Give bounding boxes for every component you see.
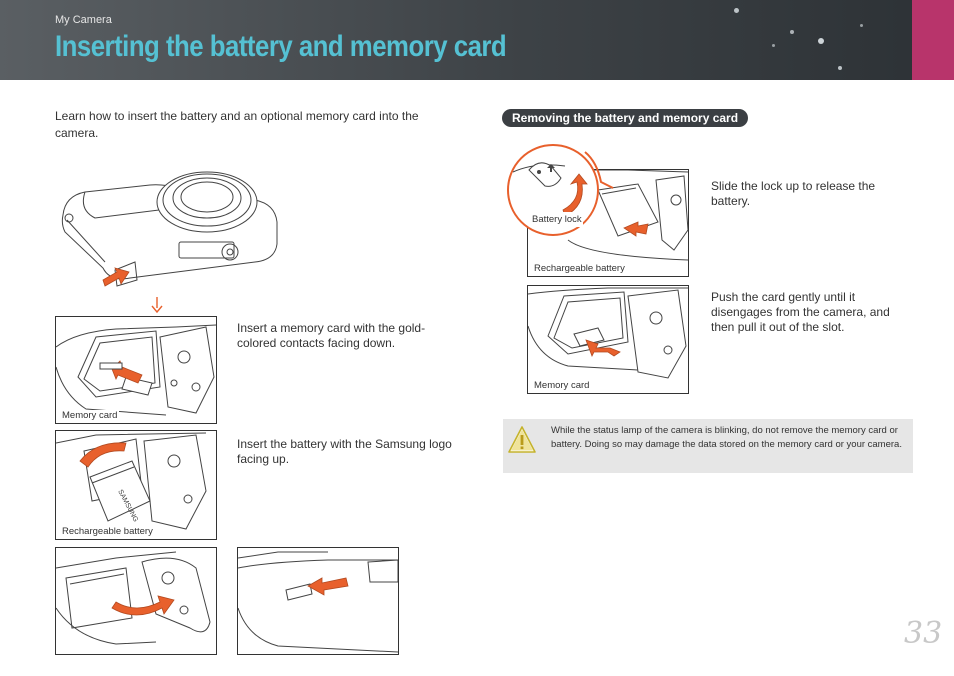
step-battery-text: Insert the battery with the Samsung logo… xyxy=(237,437,452,466)
warning-triangle-icon xyxy=(508,426,536,453)
figure-label: Rechargeable battery xyxy=(60,526,155,537)
camera-bottom-illustration xyxy=(61,171,278,287)
step-remove-battery-text: Slide the lock up to release the battery… xyxy=(711,179,876,208)
step-memory-card-text: Insert a memory card with the gold-color… xyxy=(237,321,426,350)
sparkle-decoration xyxy=(860,24,863,27)
figure-label: Memory card xyxy=(532,380,592,391)
step-remove-card-text: Push the card gently until it disengages… xyxy=(711,290,890,334)
section-name: My Camera xyxy=(55,14,112,26)
figure-label: Rechargeable battery xyxy=(532,263,627,274)
page-number: 33 xyxy=(904,616,943,651)
sparkle-decoration xyxy=(772,44,775,47)
battery-lock-label: Battery lock xyxy=(531,212,583,227)
intro-text: Learn how to insert the battery and an o… xyxy=(55,109,419,140)
chapter-tab-accent xyxy=(912,0,954,80)
lock-cover-figure xyxy=(237,547,399,655)
header-banner: My Camera Inserting the battery and memo… xyxy=(0,0,954,80)
figure-label: Memory card xyxy=(60,410,120,421)
sparkle-decoration xyxy=(734,8,739,13)
page-title: Inserting the battery and memory card xyxy=(55,30,507,63)
caution-note-text: While the status lamp of the camera is b… xyxy=(551,425,902,450)
caution-note: While the status lamp of the camera is b… xyxy=(503,419,913,473)
battery-insert-figure: SAMSUNG Rechargeable battery xyxy=(55,430,217,540)
removing-section-heading: Removing the battery and memory card xyxy=(502,109,749,127)
close-cover-figure xyxy=(55,547,217,655)
battery-lock-magnifier xyxy=(507,144,614,236)
sparkle-decoration xyxy=(790,30,794,34)
memory-card-insert-figure: Memory card xyxy=(55,316,217,424)
memory-card-remove-figure: Memory card xyxy=(527,285,689,394)
sparkle-decoration xyxy=(818,38,824,44)
down-arrow-icon xyxy=(151,297,163,314)
sparkle-decoration xyxy=(838,66,842,70)
